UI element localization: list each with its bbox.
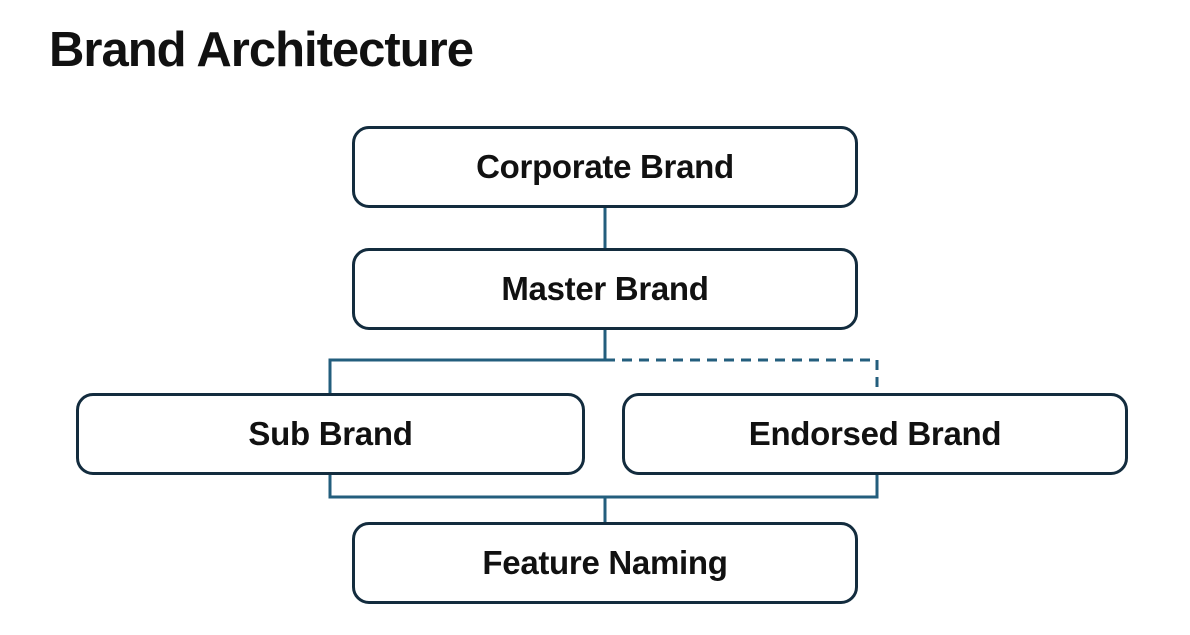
node-master-brand: Master Brand — [352, 248, 858, 330]
node-sub-brand: Sub Brand — [76, 393, 585, 475]
node-feature-naming-label: Feature Naming — [482, 544, 728, 581]
connector-master-to-sub — [328, 358, 607, 395]
node-master-brand-label: Master Brand — [501, 270, 709, 307]
node-endorsed-brand: Endorsed Brand — [622, 393, 1128, 475]
connector-master-to-endorsed — [605, 358, 879, 392]
node-endorsed-brand-label: Endorsed Brand — [748, 415, 1002, 452]
node-sub-brand-label: Sub Brand — [248, 415, 413, 452]
page-title: Brand Architecture — [49, 23, 474, 77]
node-corporate-brand-label: Corporate Brand — [476, 148, 734, 185]
node-corporate-brand: Corporate Brand — [352, 126, 858, 208]
node-feature-naming: Feature Naming — [352, 522, 858, 604]
